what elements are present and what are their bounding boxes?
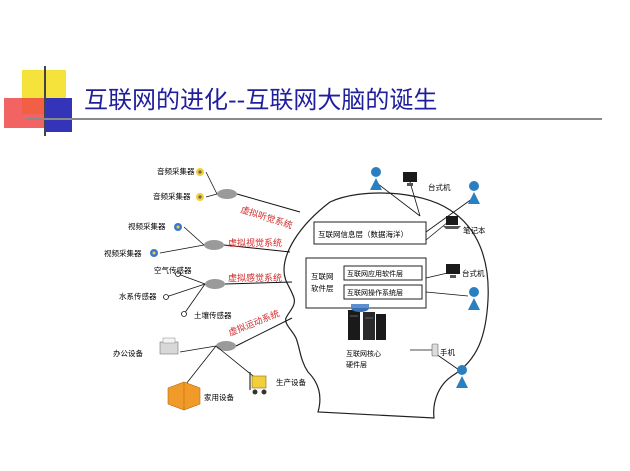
laptop-label: 笔记本 <box>463 225 486 235</box>
deco-red-block <box>4 98 44 128</box>
microphone-icon-1 <box>196 168 204 176</box>
motion-system-label: 虚拟运动系统 <box>227 307 282 338</box>
soil-sensor-label: 土壤传感器 <box>194 310 232 320</box>
desktop-icon-1 <box>403 172 417 186</box>
video-collector-1: 视频采集器 <box>128 221 166 231</box>
user-icon-1 <box>370 167 382 190</box>
phone-label: 手机 <box>440 347 455 357</box>
hearing-hub <box>217 189 237 199</box>
core-hardware-label-1: 互联网核心 <box>346 349 381 358</box>
production-device-label: 生产设备 <box>276 377 306 387</box>
home-appliance-icon <box>167 381 201 411</box>
user-icon-4 <box>456 365 468 388</box>
info-layer-label: 互联网信息层（数据海洋） <box>318 229 408 239</box>
title-rule <box>26 118 602 120</box>
printer-icon <box>159 337 179 355</box>
deco-blue-block <box>46 98 72 132</box>
microphone-icon-2 <box>196 193 204 201</box>
server-icon <box>348 310 386 340</box>
app-software-box <box>343 265 423 281</box>
user-icon-3 <box>468 287 480 310</box>
motion-hub <box>216 341 236 351</box>
vision-hub <box>204 240 224 250</box>
camera-icon-1 <box>174 223 182 231</box>
phone-icon <box>431 343 439 357</box>
soil-sensor-node <box>181 311 187 317</box>
app-software-label: 互联网应用软件层 <box>347 269 403 278</box>
camera-icon-2 <box>150 249 158 257</box>
vision-system-label: 虚拟视觉系统 <box>228 237 282 249</box>
air-sensor-label: 空气传感器 <box>154 265 192 275</box>
laptop-icon <box>443 216 461 229</box>
desktop-label-2: 台式机 <box>462 268 485 278</box>
deco-vertical-line <box>44 66 46 136</box>
audio-collector-1: 音频采集器 <box>157 166 195 176</box>
home-device-label: 家用设备 <box>204 392 234 402</box>
forklift-icon <box>249 372 267 395</box>
software-layer-label: 互联网 <box>311 272 334 281</box>
water-sensor-node <box>163 294 169 300</box>
sensing-hub <box>205 279 225 289</box>
desktop-label-1: 台式机 <box>428 182 451 192</box>
software-layer-label-2: 软件层 <box>311 283 334 293</box>
office-device-label: 办公设备 <box>113 348 143 358</box>
info-layer-box <box>313 221 427 245</box>
sensing-system-label: 虚拟感觉系统 <box>228 272 282 284</box>
user-icon-2 <box>468 181 480 204</box>
water-sensor-label: 水系传感器 <box>119 291 157 301</box>
air-sensor-node <box>175 271 181 277</box>
os-layer-label: 互联网操作系统层 <box>347 288 403 297</box>
desktop-icon-2 <box>446 264 460 278</box>
router-icon <box>351 304 369 312</box>
core-hardware-label-2: 硬件层 <box>346 360 367 369</box>
audio-collector-2: 音频采集器 <box>153 191 191 201</box>
slide-title: 互联网的进化--互联网大脑的诞生 <box>84 86 438 114</box>
os-layer-box <box>343 284 423 300</box>
video-collector-2: 视频采集器 <box>104 248 142 258</box>
